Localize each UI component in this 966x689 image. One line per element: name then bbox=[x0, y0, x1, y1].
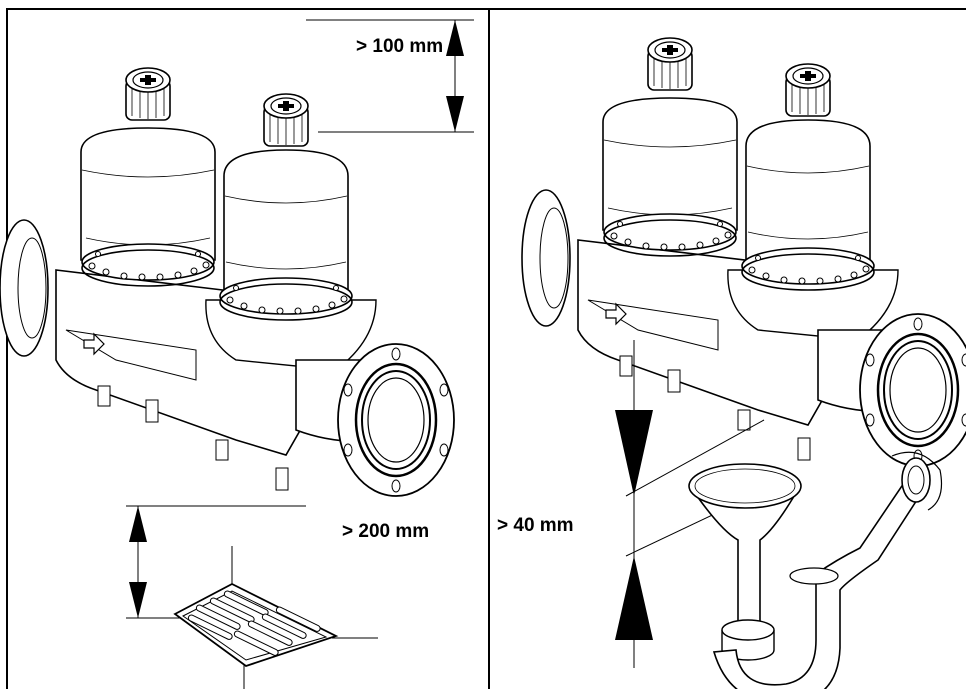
floor-drain-grate bbox=[173, 546, 378, 689]
label-top-clearance: > 100 mm bbox=[356, 36, 444, 57]
top-clearance-dimension bbox=[306, 19, 474, 133]
label-funnel-gap: > 40 mm bbox=[497, 515, 574, 536]
bottom-clearance-dimension bbox=[126, 505, 306, 619]
right-panel bbox=[488, 8, 966, 689]
left-panel bbox=[6, 8, 490, 689]
right-valve-drawing bbox=[522, 38, 966, 466]
label-bottom-clearance: > 200 mm bbox=[342, 521, 430, 542]
funnel-gap-dimension bbox=[615, 340, 765, 668]
drain-funnel bbox=[688, 463, 802, 661]
p-trap-pipe bbox=[712, 451, 943, 689]
